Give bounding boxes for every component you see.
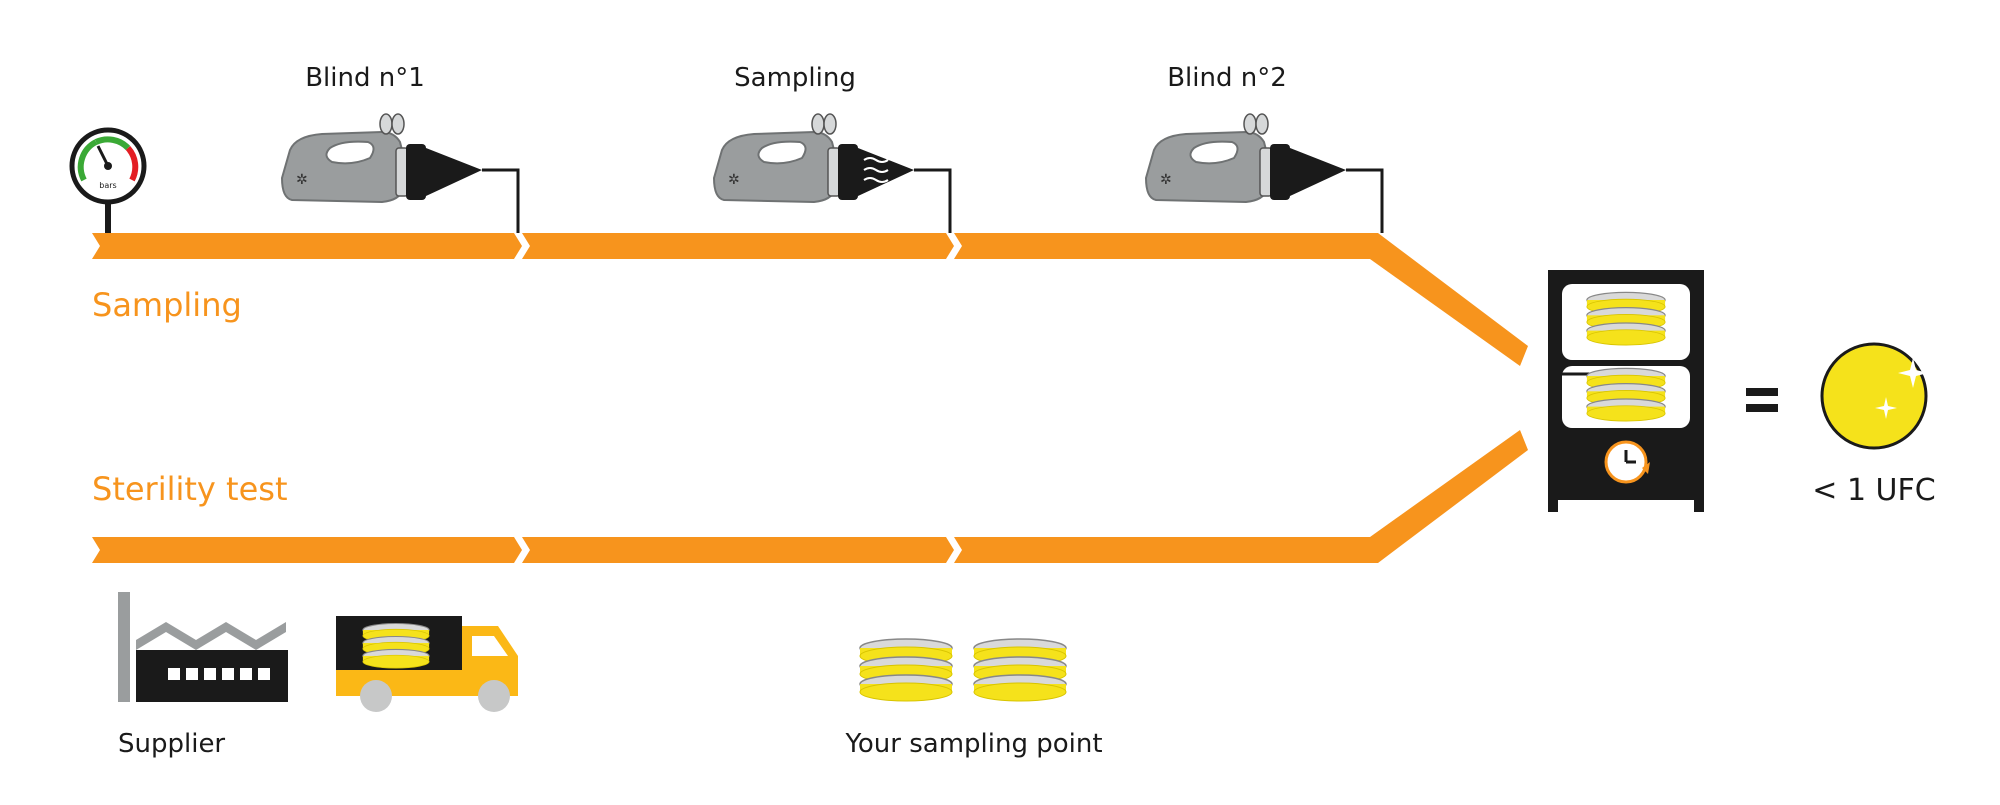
sterility-arrow-segment-1 (92, 537, 522, 563)
sampling-arrow-segment-3 (954, 233, 1528, 366)
factory-icon (118, 592, 288, 702)
sterility-arrow-path (92, 430, 1528, 563)
row-label-sampling: Sampling (92, 286, 242, 324)
equals-sign-icon (1746, 388, 1778, 412)
result-value-label: < 1 UFC (1812, 473, 1935, 508)
incubator-icon (1548, 270, 1704, 512)
sterility-arrow-segment-3 (954, 430, 1528, 563)
blind1-sampler-icon (281, 113, 520, 233)
step-label-sampling: Sampling (734, 63, 856, 93)
sterility-arrow-segment-2 (522, 537, 954, 563)
gauge-unit-label: bars (99, 181, 116, 190)
sampling-point-label: Your sampling point (844, 729, 1102, 759)
sampling-arrow-segment-2 (522, 233, 954, 259)
supplier-label: Supplier (118, 729, 225, 759)
row-label-sterility: Sterility test (92, 470, 287, 508)
clean-result-icon (1820, 342, 1928, 450)
blind2-sampler-icon (1145, 113, 1384, 233)
sampling-arrow-segment-1 (92, 233, 522, 259)
petri-dishes-icon (859, 638, 1067, 702)
step-label-blind1: Blind n°1 (305, 63, 425, 93)
sampling-arrow-path (92, 233, 1528, 366)
step-label-blind2: Blind n°2 (1167, 63, 1287, 93)
pressure-gauge-icon: bars (69, 127, 147, 233)
delivery-truck-icon (336, 616, 518, 712)
sampling-sampler-icon (713, 113, 952, 233)
